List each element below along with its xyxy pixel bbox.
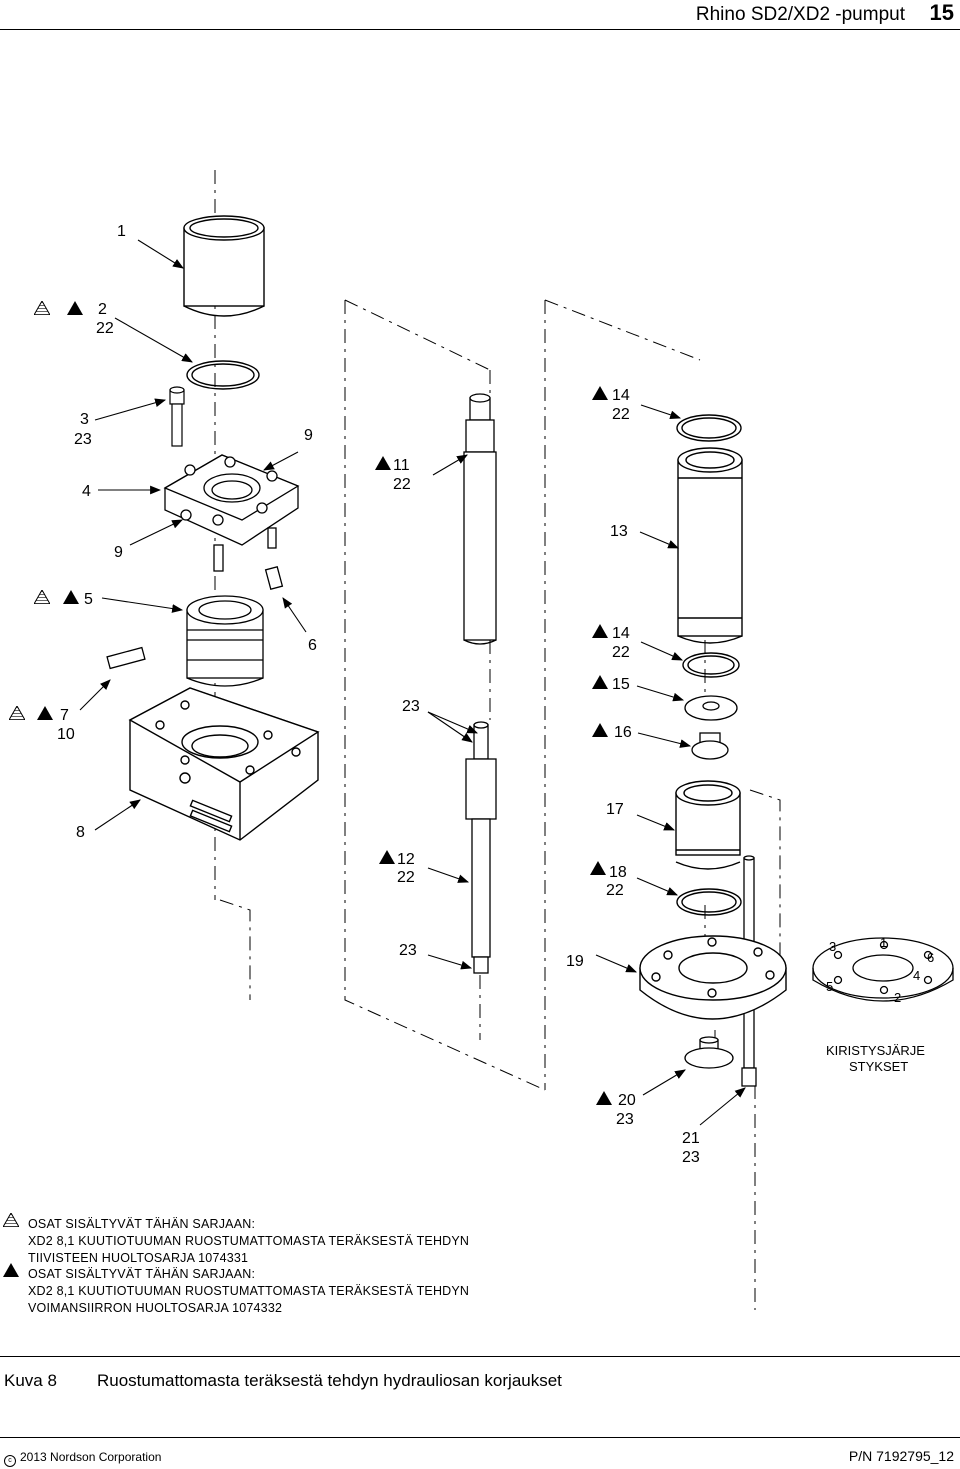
torque-sequence-label: KIRISTYSJÄRJE: [826, 1043, 925, 1058]
legend-kit2: OSAT SISÄLTYVÄT TÄHÄN SARJAAN: XD2 8,1 K…: [28, 1266, 469, 1317]
callout-18-ref: 22: [606, 882, 624, 899]
callout-8: 8: [76, 824, 85, 841]
hatched-triangle-icon: [34, 590, 50, 604]
legend-kit1-line: XD2 8,1 KUUTIOTUUMAN RUOSTUMATTOMASTA TE…: [28, 1234, 470, 1248]
callout-21: 21: [682, 1130, 700, 1147]
solid-triangle-icon: [592, 675, 608, 689]
header-divider: [0, 29, 960, 30]
callout-18: 18: [609, 864, 627, 881]
callout-9-top: 9: [304, 427, 313, 444]
part-number: P/N 7192795_12: [848, 1448, 954, 1464]
callout-20-ref: 23: [616, 1111, 634, 1128]
leader-arrows: [79, 239, 746, 1126]
solid-triangle-icon: [3, 1263, 19, 1277]
solid-triangle-icon: [67, 301, 83, 315]
callout-7-ref: 10: [57, 726, 75, 743]
figure-number: Kuva 8: [4, 1371, 57, 1390]
callout-17: 17: [606, 801, 624, 818]
part-11-rod: [463, 393, 497, 645]
footer-divider: [0, 1437, 960, 1438]
callout-12-ref: 22: [397, 869, 415, 886]
part-4-flange: [163, 454, 300, 591]
callout-3-ref: 23: [74, 431, 92, 448]
callout-20: 20: [618, 1092, 636, 1109]
torque-sequence-diagram: 3 1 6 4 5 2 KIRISTYSJÄRJE STYKSET: [812, 935, 954, 1074]
callout-2: 2: [98, 301, 107, 318]
part-14-oring-top: [676, 414, 742, 442]
page-number: 15: [929, 0, 954, 25]
callout-16: 16: [614, 724, 632, 741]
solid-triangle-icon: [379, 850, 395, 864]
torque-seq-num: 5: [826, 979, 833, 994]
legend-kit1-line: TIIVISTEEN HUOLTOSARJA 1074331: [28, 1251, 249, 1265]
callout-5: 5: [84, 591, 93, 608]
torque-seq-num: 3: [829, 939, 836, 954]
part-12-rod: [465, 721, 497, 974]
hatched-triangle-icon: [9, 706, 25, 720]
part-8-block: [128, 687, 320, 841]
kit-markers: [9, 301, 612, 1105]
part-16-valve: [691, 732, 729, 760]
part-20-foot-valve: [684, 1036, 734, 1069]
legend-kit2-line: OSAT SISÄLTYVÄT TÄHÄN SARJAAN:: [28, 1267, 256, 1281]
part-5-gland: [106, 595, 264, 687]
callout-labels: 1 2 22 3 23 9 4 11 22 14 22 13 9 5 6 14 …: [57, 223, 700, 1166]
solid-triangle-icon: [590, 861, 606, 875]
callout-14-top-ref: 22: [612, 406, 630, 423]
legend-kit1: OSAT SISÄLTYVÄT TÄHÄN SARJAAN: XD2 8,1 K…: [28, 1216, 469, 1267]
callout-9: 9: [114, 544, 123, 561]
callout-13: 13: [610, 523, 628, 540]
legend-kit1-line: OSAT SISÄLTYVÄT TÄHÄN SARJAAN:: [28, 1217, 256, 1231]
legend-kit2-line: VOIMANSIIRRON HUOLTOSARJA 1074332: [28, 1301, 283, 1315]
part-17-housing: [675, 780, 741, 870]
torque-seq-num: 2: [894, 990, 901, 1005]
part-2-oring: [186, 360, 260, 390]
part-18-oring: [676, 888, 742, 916]
callout-23-lower: 23: [399, 942, 417, 959]
torque-seq-num: 6: [927, 950, 934, 965]
hatched-triangle-icon: [34, 301, 50, 315]
solid-triangle-icon: [375, 456, 391, 470]
part-14-oring-lower: [682, 652, 740, 678]
callout-2-ref: 22: [96, 320, 114, 337]
footer-copyright: c 2013 Nordson Corporation: [4, 1450, 161, 1467]
callout-14-lower-ref: 22: [612, 644, 630, 661]
callout-14-lower: 14: [612, 625, 630, 642]
callout-4: 4: [82, 483, 91, 500]
part-3-screw: [169, 386, 185, 447]
solid-triangle-icon: [63, 590, 79, 604]
solid-triangle-icon: [596, 1091, 612, 1105]
callout-23: 23: [402, 698, 420, 715]
caption-divider: [0, 1356, 960, 1357]
callout-14-top: 14: [612, 387, 630, 404]
part-13-cylinder: [677, 447, 743, 644]
figure-caption: Ruostumattomasta teräksestä tehdyn hydra…: [97, 1371, 562, 1390]
callout-3: 3: [80, 411, 89, 428]
part-19-base: [639, 935, 787, 1020]
callout-12: 12: [397, 851, 415, 868]
torque-seq-num: 1: [880, 935, 887, 950]
torque-sequence-label: STYKSET: [849, 1059, 908, 1074]
solid-triangle-icon: [592, 386, 608, 400]
callout-21-ref: 23: [682, 1149, 700, 1166]
page-header-title: Rhino SD2/XD2 -pumput: [695, 4, 905, 25]
copyright-text: 2013 Nordson Corporation: [20, 1450, 162, 1464]
callout-11-ref: 22: [393, 476, 411, 493]
callout-19: 19: [566, 953, 584, 970]
callout-15: 15: [612, 676, 630, 693]
copyright-icon: c: [4, 1455, 16, 1467]
hatched-triangle-icon: [3, 1213, 19, 1227]
solid-triangle-icon: [592, 624, 608, 638]
solid-triangle-icon: [37, 706, 53, 720]
legend-kit2-line: XD2 8,1 KUUTIOTUUMAN RUOSTUMATTOMASTA TE…: [28, 1284, 470, 1298]
callout-11: 11: [393, 457, 410, 474]
callout-1: 1: [117, 223, 126, 240]
solid-triangle-icon: [592, 723, 608, 737]
part-15-disc: [684, 695, 738, 721]
callout-7: 7: [60, 707, 69, 724]
callout-6: 6: [308, 637, 317, 654]
part-1-sleeve: [183, 215, 265, 317]
torque-seq-num: 4: [913, 968, 920, 983]
